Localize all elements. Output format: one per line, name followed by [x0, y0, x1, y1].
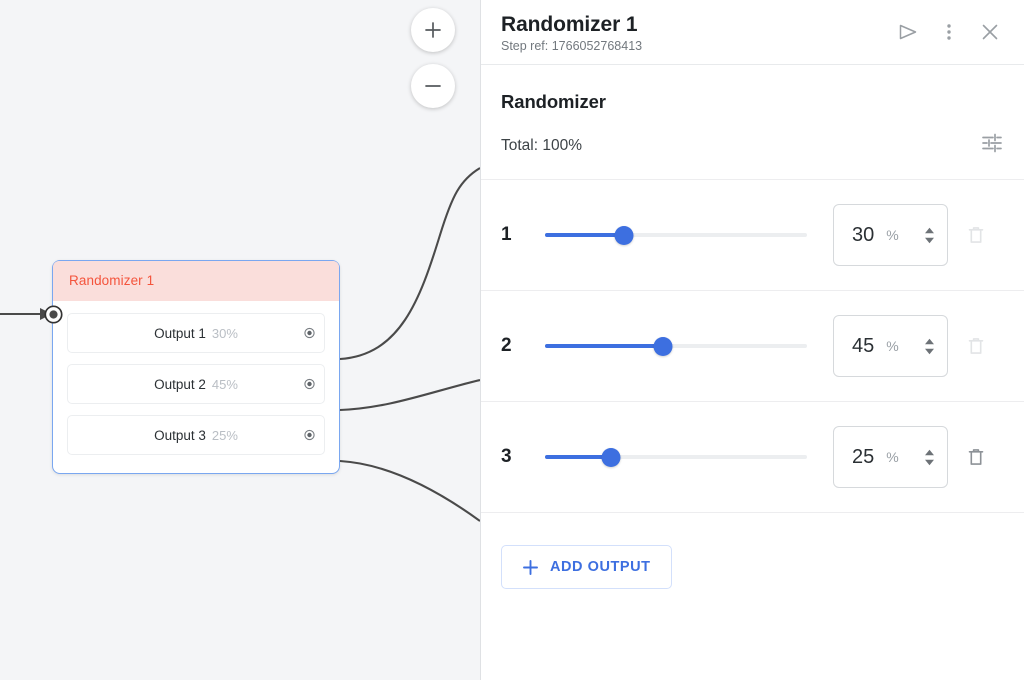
- delete-output-button[interactable]: [948, 446, 1004, 468]
- caret-up-icon[interactable]: [924, 449, 935, 456]
- panel-header-text: Randomizer 1 Step ref: 1766052768413: [501, 11, 896, 54]
- slider-row: 3 25 %: [481, 402, 1024, 513]
- weight-input[interactable]: 25 %: [833, 426, 948, 488]
- panel-step-ref: Step ref: 1766052768413: [501, 39, 643, 54]
- panel-body: Randomizer Total: 100% 1: [481, 65, 1024, 589]
- section-title: Randomizer: [501, 91, 606, 112]
- slider-thumb[interactable]: [653, 336, 673, 356]
- output-port-icon[interactable]: [304, 429, 315, 441]
- weight-stepper[interactable]: [924, 227, 935, 244]
- total-label: Total: 100%: [501, 136, 582, 154]
- node-output-row[interactable]: Output 1 30%: [67, 313, 325, 353]
- caret-down-icon[interactable]: [924, 237, 935, 244]
- node-output-label: Output 1: [154, 325, 206, 341]
- add-output-button[interactable]: ADD OUTPUT: [501, 545, 672, 589]
- weight-stepper[interactable]: [924, 449, 935, 466]
- add-output-wrap: ADD OUTPUT: [481, 513, 1024, 589]
- send-icon: [899, 24, 917, 40]
- weight-value: 30: [852, 223, 875, 246]
- slider-fill: [545, 344, 663, 348]
- properties-panel: Randomizer 1 Step ref: 1766052768413: [480, 0, 1024, 680]
- weight-stepper[interactable]: [924, 338, 935, 355]
- slider-row: 1 30 %: [481, 180, 1024, 291]
- slider-track: [545, 344, 807, 348]
- row-index: 1: [501, 224, 512, 245]
- percent-unit: %: [886, 227, 899, 243]
- panel-header: Randomizer 1 Step ref: 1766052768413: [481, 0, 1024, 65]
- flow-canvas[interactable]: Randomizer 1 Output 1 30% Output 2 45%: [0, 0, 480, 680]
- caret-down-icon[interactable]: [924, 348, 935, 355]
- row-index: 2: [501, 335, 512, 356]
- slider-fill: [545, 233, 624, 237]
- edge-output-2: [339, 378, 480, 412]
- trash-icon: [968, 338, 984, 354]
- edge-output-1: [339, 167, 480, 361]
- input-port-icon[interactable]: [44, 305, 63, 324]
- more-vertical-icon: [947, 24, 951, 40]
- caret-down-icon[interactable]: [924, 459, 935, 466]
- node-header: Randomizer 1: [53, 261, 339, 301]
- node-output-row[interactable]: Output 2 45%: [67, 364, 325, 404]
- caret-up-icon[interactable]: [924, 227, 935, 234]
- weight-value: 45: [852, 334, 875, 357]
- randomizer-node[interactable]: Randomizer 1 Output 1 30% Output 2 45%: [52, 260, 340, 474]
- zoom-controls: [411, 8, 455, 108]
- node-output-percent: 45%: [211, 376, 238, 392]
- delete-output-button[interactable]: [948, 224, 1004, 246]
- zoom-out-button[interactable]: [411, 64, 455, 108]
- weight-slider[interactable]: [545, 446, 807, 468]
- weight-slider[interactable]: [545, 224, 807, 246]
- node-output-percent: 30%: [211, 325, 238, 341]
- node-output-label: Output 2: [154, 376, 206, 392]
- node-title: Randomizer 1: [69, 273, 155, 288]
- edge-output-3: [339, 459, 480, 522]
- trash-icon: [968, 227, 984, 243]
- weight-input[interactable]: 30 %: [833, 204, 948, 266]
- minus-icon: [425, 85, 441, 87]
- plus-icon: [523, 559, 538, 575]
- trash-icon: [968, 449, 984, 465]
- slider-fill: [545, 455, 611, 459]
- plus-icon: [425, 22, 441, 38]
- zoom-in-button[interactable]: [411, 8, 455, 52]
- run-button[interactable]: [896, 20, 920, 44]
- slider-track: [545, 455, 807, 459]
- percent-unit: %: [886, 338, 899, 354]
- weight-slider[interactable]: [545, 335, 807, 357]
- total-row: Total: 100%: [481, 113, 1024, 180]
- close-button[interactable]: [978, 20, 1002, 44]
- node-body: Output 1 30% Output 2 45%: [53, 301, 339, 473]
- slider-thumb[interactable]: [614, 225, 634, 245]
- slider-track: [545, 233, 807, 237]
- more-menu-button[interactable]: [938, 21, 960, 43]
- slider-thumb[interactable]: [601, 447, 620, 467]
- weight-value: 25: [852, 445, 875, 468]
- node-output-percent: 25%: [211, 427, 238, 443]
- percent-unit: %: [886, 449, 899, 465]
- weight-input[interactable]: 45 %: [833, 315, 948, 377]
- node-output-label: Output 3: [154, 427, 206, 443]
- delete-output-button[interactable]: [948, 335, 1004, 357]
- output-port-icon[interactable]: [304, 327, 315, 339]
- close-icon: [982, 24, 998, 40]
- caret-up-icon[interactable]: [924, 338, 935, 345]
- tune-icon: [982, 133, 1002, 153]
- tune-settings-button[interactable]: [980, 131, 1004, 160]
- row-index: 3: [501, 446, 512, 467]
- slider-row: 2 45 %: [481, 291, 1024, 402]
- panel-header-actions: [896, 20, 1004, 44]
- add-output-label: ADD OUTPUT: [550, 559, 651, 575]
- panel-title: Randomizer 1: [501, 12, 638, 36]
- node-output-row[interactable]: Output 3 25%: [67, 415, 325, 455]
- output-port-icon[interactable]: [304, 378, 315, 390]
